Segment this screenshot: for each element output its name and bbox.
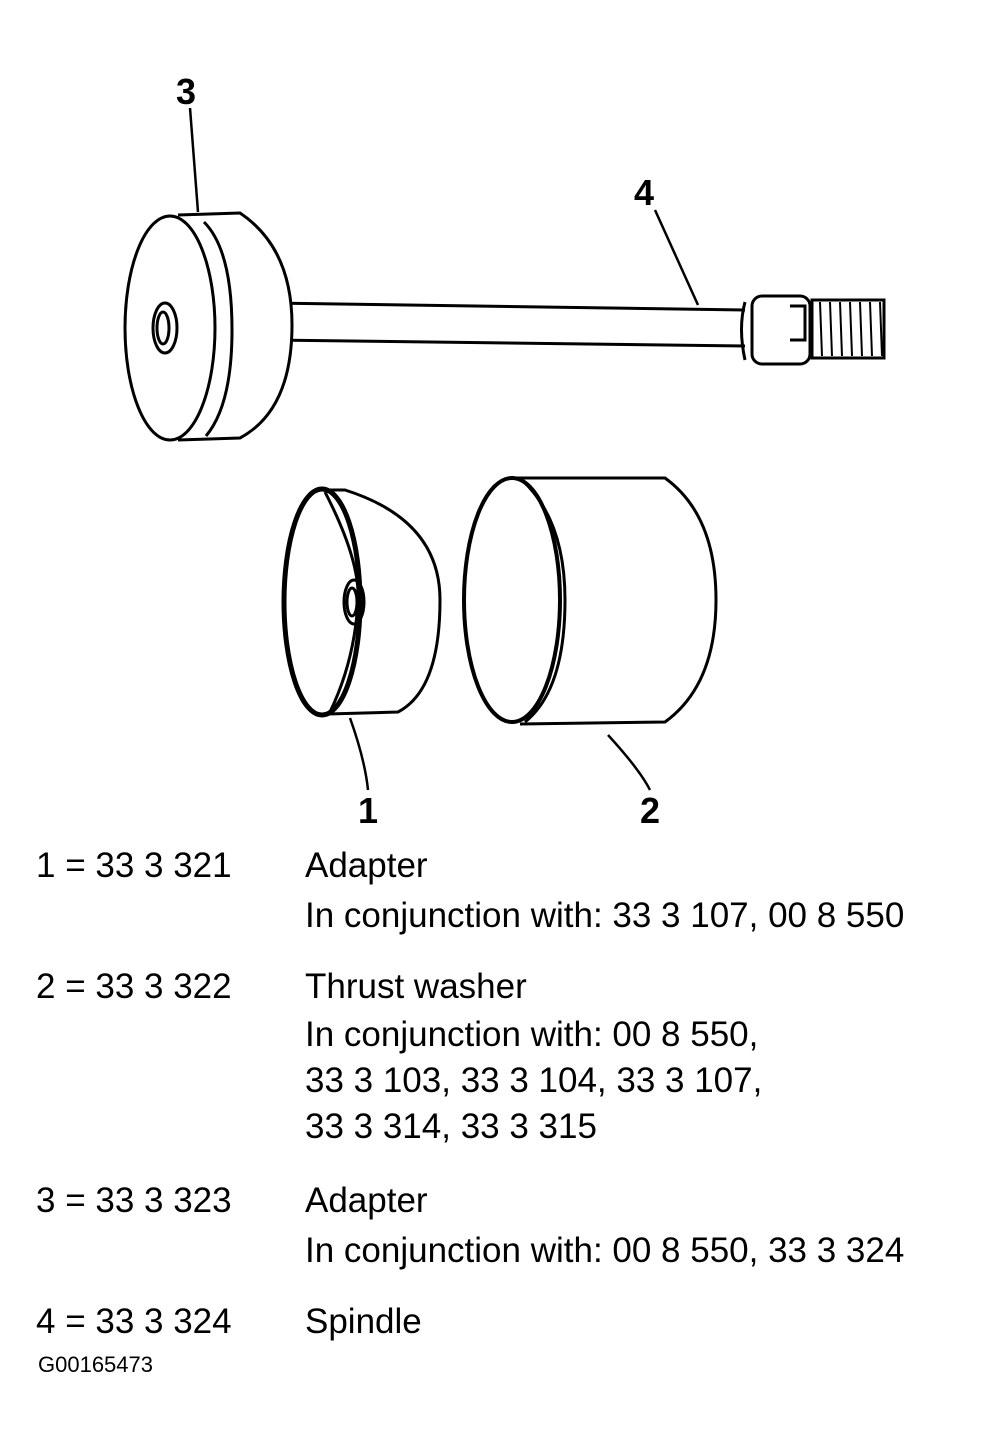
legend-part-note: In conjunction with: 33 3 107, 00 8 550 [305,896,905,935]
legend-part-number: 1 = 33 3 321 [36,846,232,885]
legend-part-name: Adapter [305,1181,428,1220]
legend-part-note: 33 3 314, 33 3 315 [305,1107,597,1146]
adapter-part-1 [281,486,442,718]
tool-illustration: 3 4 1 2 [123,71,886,831]
leader-line-3 [188,107,200,213]
thrust-washer-part-2 [462,476,718,726]
legend-part-note: 33 3 103, 33 3 104, 33 3 107, [305,1061,763,1100]
callout-3: 3 [176,71,196,112]
legend-part-note: In conjunction with: 00 8 550, [305,1015,759,1054]
callout-4: 4 [634,172,654,213]
legend-part-number: 2 = 33 3 322 [36,967,232,1006]
legend-part-note: In conjunction with: 00 8 550, 33 3 324 [305,1231,905,1270]
legend-part-name: Thrust washer [305,967,527,1006]
legend-part-number: 4 = 33 3 324 [36,1302,232,1341]
legend-part-name: Spindle [305,1302,422,1341]
leader-line-4 [653,209,700,306]
leader-line-2 [607,734,652,791]
spindle-assembly [123,211,886,442]
callout-1: 1 [358,790,378,831]
leader-line-1 [348,717,370,791]
figure-code: G00165473 [38,1352,153,1377]
callout-2: 2 [640,790,660,831]
legend-part-number: 3 = 33 3 323 [36,1181,232,1220]
legend-part-name: Adapter [305,846,428,885]
